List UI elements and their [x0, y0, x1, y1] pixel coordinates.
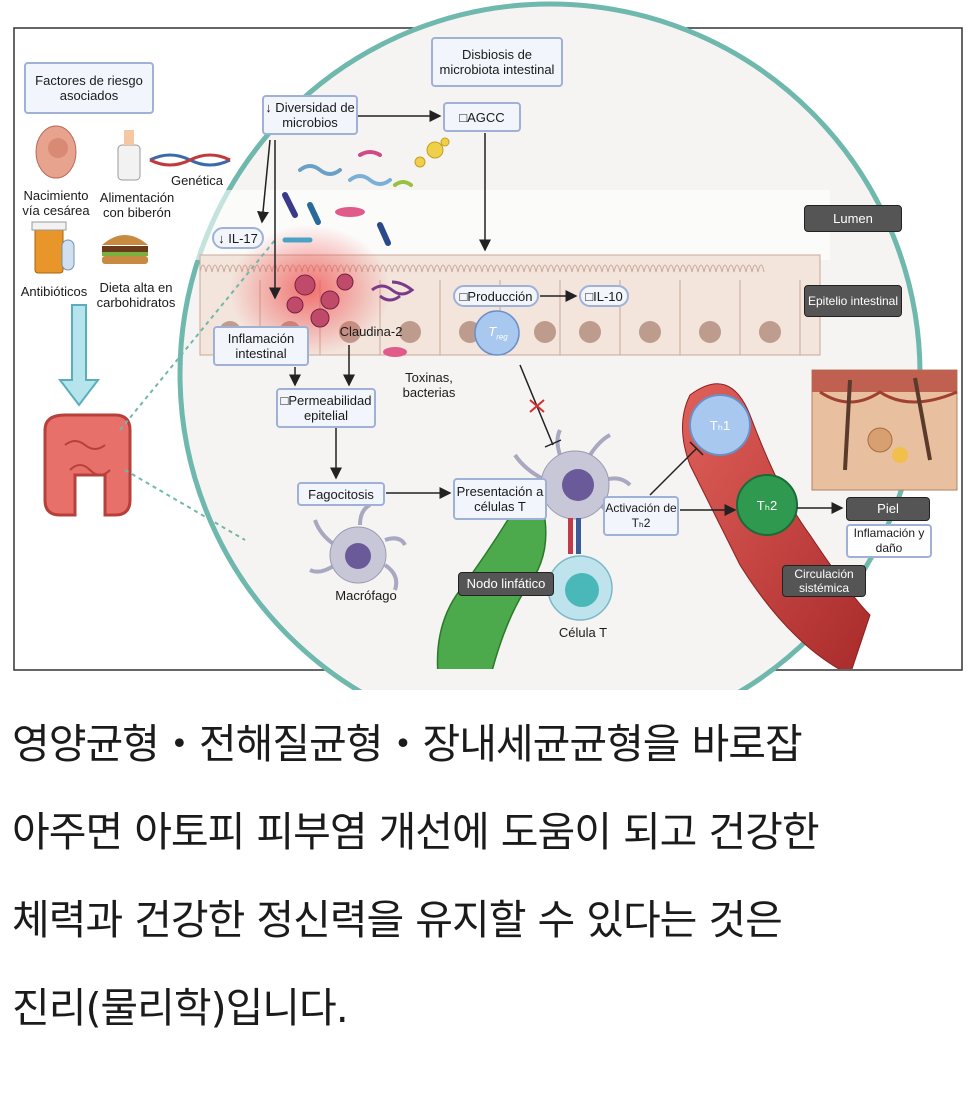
permeability-box: □Permeabilidad epitelial — [276, 388, 376, 428]
presentation-box: Presentación a células T — [453, 478, 547, 520]
skin-section — [811, 369, 958, 491]
th1-label: Tₕ1 — [709, 418, 731, 433]
blocked-mark — [529, 399, 545, 413]
baby-icon — [35, 125, 77, 179]
il10-box: □IL-10 — [579, 285, 629, 307]
intestine-illustration — [43, 413, 132, 517]
agcc-molecules — [414, 137, 450, 168]
caption-line-1: 영양균형・전해질균형・장내세균균형을 바로잡 — [12, 720, 803, 768]
claudin-label: Claudina-2 — [339, 324, 403, 339]
skin-label: Piel — [846, 497, 930, 521]
th1-cell — [689, 394, 751, 456]
pills-icon — [31, 221, 75, 274]
th2-label: Tₕ2 — [756, 498, 778, 513]
t-cell-label: Célula T — [558, 625, 608, 640]
production-box: □Producción — [453, 285, 539, 307]
risk-to-gut-arrow — [57, 304, 101, 407]
inflammatory-cells — [286, 273, 354, 328]
agcc-box: □AGCC — [443, 102, 521, 132]
tcr-complex — [568, 518, 581, 554]
gut-bacteria — [282, 150, 413, 357]
treg-cell — [474, 310, 520, 356]
toxins-label: Toxinas, bacterias — [402, 370, 456, 400]
treg-label: Treg — [488, 324, 508, 342]
circulation-label: Circulación sistémica — [782, 565, 866, 597]
burger-icon — [102, 235, 148, 264]
activation-box: Activación de Tₕ2 — [603, 496, 679, 536]
label-genetics: Genética — [170, 173, 224, 188]
epithelium-label: Epitelio intestinal — [804, 285, 902, 317]
label-diet: Dieta alta en carbohidratos — [96, 280, 176, 310]
il17-box: ↓ IL-17 — [212, 227, 264, 249]
label-antibiotics: Antibióticos — [20, 284, 88, 299]
lumen-label: Lumen — [804, 205, 902, 232]
phagocytosis-box: Fagocitosis — [297, 482, 385, 506]
korean-caption: 영양균형・전해질균형・장내세균균형을 바로잡 아주면 아토피 피부염 개선에 도… — [12, 700, 967, 1052]
inflammation-box: Inflamación intestinal — [213, 326, 309, 366]
caption-line-4: 진리(물리학)입니다. — [12, 984, 349, 1032]
bottle-icon — [117, 130, 141, 181]
macrophage-cell — [309, 503, 407, 591]
caption-line-3: 체력과 건강한 정신력을 유지할 수 있다는 것은 — [12, 896, 783, 944]
gut-skin-axis-diagram — [13, 1, 963, 690]
claudin-2-protein — [371, 280, 415, 302]
dendritic-cell — [513, 429, 632, 531]
diversity-box: ↓ Diversidad de microbios — [262, 95, 358, 135]
label-bottle-feeding: Alimentación con biberón — [99, 190, 175, 220]
label-cesarean: Nacimiento vía cesárea — [22, 188, 90, 218]
skin-damage-box: Inflamación y daño — [846, 524, 932, 558]
lymph-node-label: Nodo linfático — [458, 572, 554, 596]
risk-factors-title: Factores de riesgo asociados — [24, 62, 154, 114]
th2-cell — [736, 474, 798, 536]
caption-line-2: 아주면 아토피 피부염 개선에 도움이 되고 건강한 — [12, 808, 820, 856]
dna-icon — [149, 153, 231, 167]
macrophage-label: Macrófago — [335, 588, 397, 603]
dysbiosis-box: Disbiosis de microbiota intestinal — [431, 37, 563, 87]
